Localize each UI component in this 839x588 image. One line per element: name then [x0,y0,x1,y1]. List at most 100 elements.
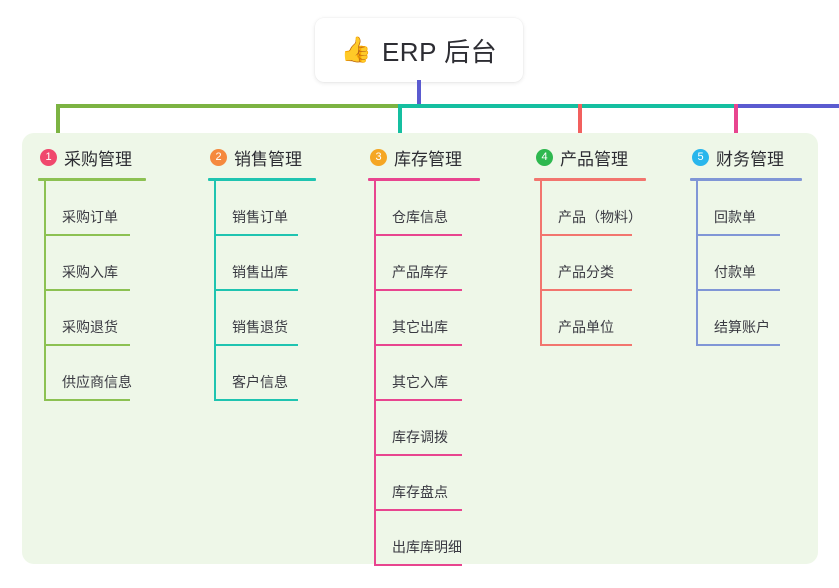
branch-number-badge: 4 [536,148,553,166]
branch-item-underline [696,344,780,346]
branch-item[interactable]: 产品（物料） [534,181,676,236]
branch-item-label: 销售订单 [232,209,288,225]
branch-item[interactable]: 采购订单 [38,181,194,236]
branch-item-label: 仓库信息 [392,209,448,225]
branch-item[interactable]: 回款单 [690,181,818,236]
branch-column-财务管理: 5 财务管理回款单付款单结算账户 [676,133,818,564]
branch-item[interactable]: 仓库信息 [368,181,520,236]
branch-item-underline [214,289,298,291]
branch-item-label: 产品库存 [392,264,448,280]
branch-item[interactable]: 供应商信息 [38,346,194,401]
branch-item-label: 付款单 [714,264,756,280]
branch-item-label: 其它出库 [392,319,448,335]
branch-header-销售管理[interactable]: 2 销售管理 [208,133,354,181]
branch-spine-connector [44,181,46,401]
branch-number-badge: 5 [692,148,709,166]
branch-item[interactable]: 其它入库 [368,346,520,401]
branch-title: 产品管理 [560,149,628,169]
branch-item-underline [540,234,632,236]
branch-column-产品管理: 4 产品管理产品（物料） 产品分类产品单位 [520,133,676,564]
branch-item-label: 产品（物料） [558,209,642,225]
branch-item-underline [44,289,130,291]
branch-item-list: 销售订单销售出库销售退货客户信息 [208,181,354,401]
branch-header-underline [38,178,146,181]
branch-item-label: 销售出库 [232,264,288,280]
branch-item[interactable]: 销售订单 [208,181,354,236]
branch-item-underline [374,289,462,291]
branch-item-label: 采购订单 [62,209,118,225]
branch-header-产品管理[interactable]: 4 产品管理 [534,133,676,181]
branch-item-label: 销售退货 [232,319,288,335]
branch-item-underline [374,399,462,401]
branch-item-underline [696,289,780,291]
branch-item[interactable]: 采购入库 [38,236,194,291]
branch-item-label: 产品单位 [558,319,614,335]
thumbs-up-icon: 👍 [340,35,372,64]
branch-item-underline [374,454,462,456]
branch-item-label: 库存盘点 [392,484,448,500]
branch-item-underline [374,564,462,566]
branch-item[interactable]: 其它出库 [368,291,520,346]
branch-item[interactable]: 销售出库 [208,236,354,291]
branch-item[interactable]: 出库库明细 [368,511,520,566]
branch-item-underline [540,289,632,291]
branch-item-list: 仓库信息产品库存其它出库其它入库库存调拨库存盘点出库库明细 [368,181,520,566]
root-node-content: 👍 ERP 后台 [341,32,497,69]
branch-column-销售管理: 2 销售管理销售订单销售出库销售退货客户信息 [194,133,354,564]
branch-header-underline [534,178,646,181]
branch-item-underline [374,509,462,511]
root-stem-connector [417,80,421,108]
branch-item[interactable]: 产品单位 [534,291,676,346]
branch-header-underline [208,178,316,181]
branch-item[interactable]: 库存盘点 [368,456,520,511]
branch-item-underline [44,234,130,236]
branch-header-库存管理[interactable]: 3 库存管理 [368,133,520,181]
branch-item-underline [44,344,130,346]
branch-item-underline [44,399,130,401]
bus-connector-segment-blue [734,104,839,108]
branch-spine-connector [540,181,542,346]
branch-title: 财务管理 [716,149,784,169]
branch-item[interactable]: 产品库存 [368,236,520,291]
branch-spine-connector [374,181,376,566]
branch-header-财务管理[interactable]: 5 财务管理 [690,133,818,181]
branch-item-label: 回款单 [714,209,756,225]
branch-item-list: 产品（物料） 产品分类产品单位 [534,181,676,346]
branch-item[interactable]: 销售退货 [208,291,354,346]
branch-spine-connector [696,181,698,346]
branch-item-label: 其它入库 [392,374,448,390]
root-node-card[interactable]: 👍 ERP 后台 [315,18,523,82]
branch-header-underline [368,178,480,181]
branch-item[interactable]: 客户信息 [208,346,354,401]
branches-panel [22,133,818,564]
branch-spine-connector [214,181,216,401]
branch-item-label: 库存调拨 [392,429,448,445]
branch-number-badge: 3 [370,148,387,166]
branch-item[interactable]: 付款单 [690,236,818,291]
branch-header-underline [690,178,802,181]
branch-item-underline [374,234,462,236]
branch-item-label: 结算账户 [714,319,770,335]
branch-title: 库存管理 [394,149,462,169]
branch-title: 销售管理 [234,149,302,169]
branch-item-list: 回款单付款单结算账户 [690,181,818,346]
branch-item-label: 出库库明细 [392,539,462,555]
branch-item-label: 采购退货 [62,319,118,335]
branch-item-underline [214,234,298,236]
branch-item-underline [214,344,298,346]
branch-item[interactable]: 结算账户 [690,291,818,346]
branch-item-label: 产品分类 [558,264,614,280]
branch-item[interactable]: 库存调拨 [368,401,520,456]
bus-connector-segment-teal [398,104,736,108]
root-node-title: ERP 后台 [381,36,498,67]
branch-item[interactable]: 产品分类 [534,236,676,291]
branch-item-underline [214,399,298,401]
branch-number-badge: 1 [40,148,57,166]
branch-item-label: 客户信息 [232,374,288,390]
branch-number-badge: 2 [210,148,227,166]
branch-item[interactable]: 采购退货 [38,291,194,346]
